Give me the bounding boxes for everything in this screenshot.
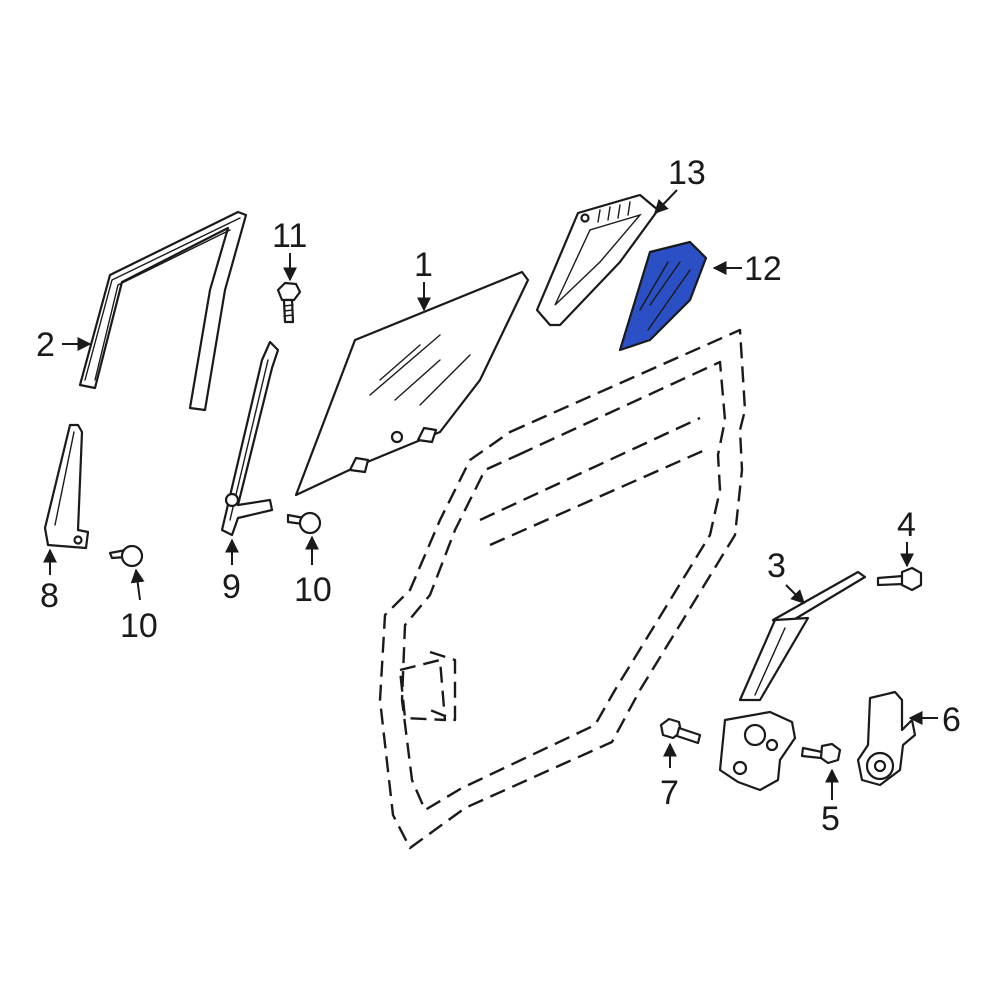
- part-2-run-channel: [78, 210, 248, 412]
- callout-5: 5: [821, 800, 840, 838]
- callout-7: 7: [660, 774, 679, 812]
- callout-6: 6: [942, 701, 961, 739]
- part-6-motor: [856, 690, 917, 787]
- callout-9: 9: [222, 568, 241, 606]
- leader-lines: [43, 189, 938, 800]
- part-13-quarter-frame: [535, 193, 660, 327]
- callout-8: 8: [40, 577, 59, 615]
- part-12-quarter-glass[interactable]: [618, 240, 708, 352]
- part-10-screw-left: [108, 544, 144, 568]
- part-1-door-glass: [294, 270, 530, 497]
- callout-13: 13: [668, 154, 706, 192]
- door-shell-outline: [378, 328, 747, 850]
- part-5-bolt: [800, 742, 842, 765]
- callout-10-center: 10: [294, 571, 332, 609]
- callout-11: 11: [272, 217, 307, 255]
- callout-2: 2: [36, 326, 55, 364]
- callout-1: 1: [414, 246, 433, 284]
- part-8-lower-channel: [43, 423, 90, 550]
- part-3-regulator-rail: [738, 570, 867, 702]
- part-9-rear-channel: [220, 340, 280, 537]
- callout-3: 3: [767, 547, 786, 585]
- regulator-assembly: [718, 710, 797, 792]
- callout-12: 12: [744, 250, 782, 288]
- callout-10-left: 10: [120, 607, 158, 645]
- part-11-bolt: [276, 281, 302, 324]
- callout-labels: 1 2 3 4 5 6 7 8 9 10 10 11 12 13: [36, 154, 961, 838]
- part-7-bolt: [659, 717, 702, 745]
- callout-4: 4: [897, 506, 916, 544]
- part-10-screw-center: [286, 511, 322, 535]
- part-4-bolt: [876, 566, 923, 592]
